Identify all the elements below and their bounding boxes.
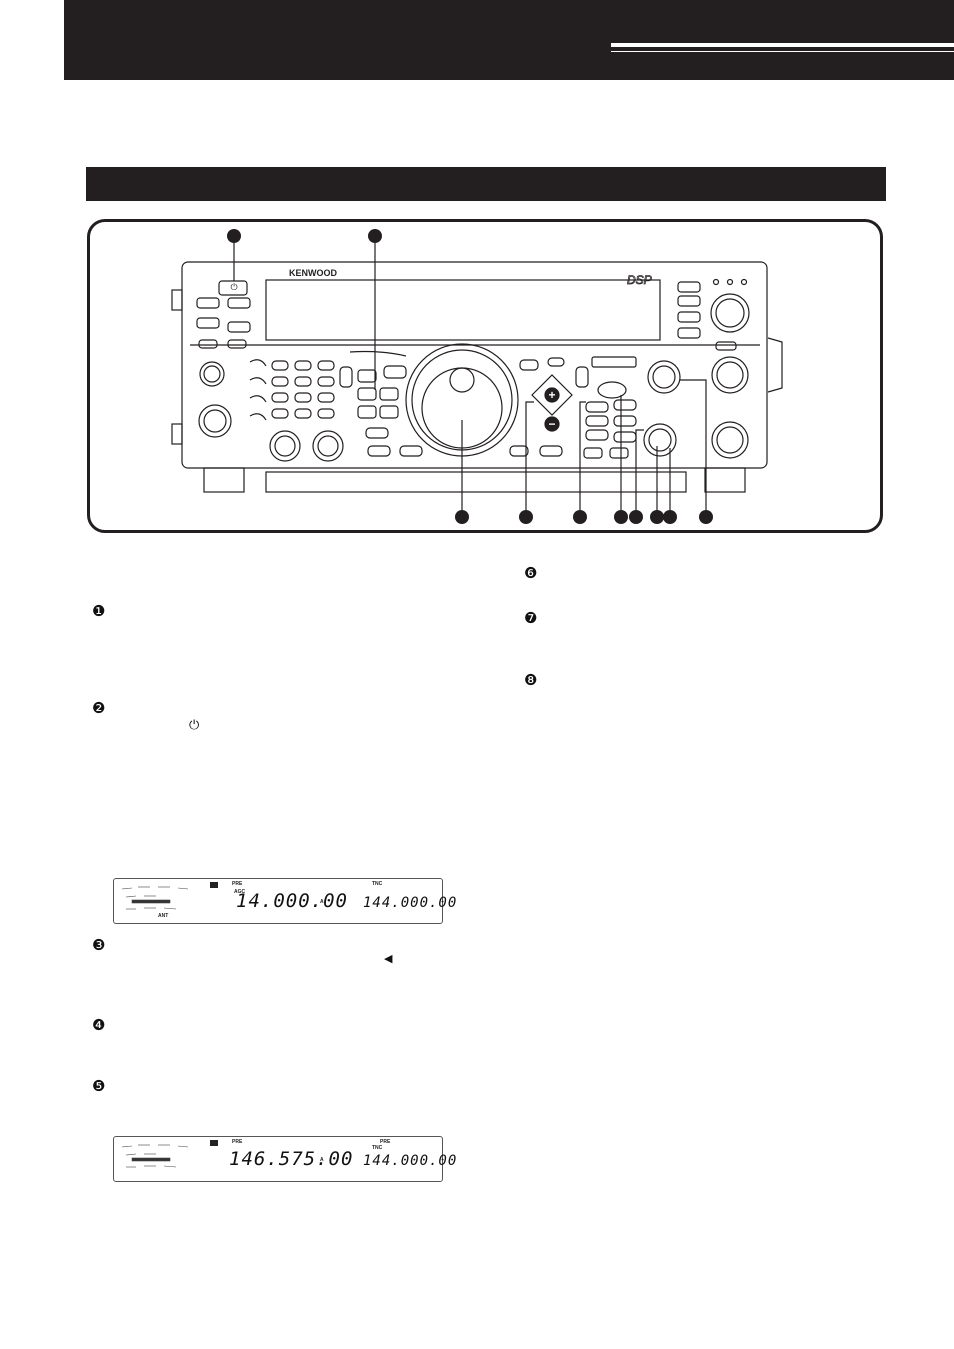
item-number: ❼ [524,610,538,627]
dsp-logo: DSP [627,273,652,287]
ant-knob [711,421,749,459]
front-panel-illustration: + − KENWOOD DSP ⏻ [171,229,783,524]
header-rule-thin [611,51,954,52]
item-number: ❸ [92,937,106,954]
section-title-bar [86,167,886,201]
ant-label: ANT [158,913,169,919]
multi-key-diamond [531,374,573,416]
sub-pre-label: PRE [380,1139,391,1145]
agc-label: AGC [234,889,246,895]
sub-frequency: 144.000.00 [363,895,458,911]
item-number: ❺ [92,1078,106,1095]
handle-left-top [171,289,183,311]
item-number: ❶ [92,603,106,620]
item-4: ❹ [92,1016,105,1034]
tnc-label: TNC [372,881,383,887]
af-knob-main [269,430,301,462]
item-8: ❽ [524,671,537,689]
mic-connector [198,404,232,438]
radio-body [181,261,768,469]
handle-right [767,337,783,393]
main-frequency: 146.575.00 [229,1148,354,1170]
item-number: ❷ [92,700,106,717]
vfo-a-indicator: A [320,899,324,905]
radio-foot-right [704,467,746,493]
item-5: ❺ [92,1077,105,1095]
handle-left-bottom [171,423,183,445]
item-2: ❷ [92,699,105,717]
left-arrow-icon: ◀ [384,953,393,965]
item-number: ❽ [524,672,538,689]
power-icon: ⏻ [230,282,237,293]
pre-label: PRE [232,881,243,887]
display-window [265,279,661,341]
page-header-band [64,0,954,80]
mic-gain-knob [710,293,750,333]
item-7: ❼ [524,609,537,627]
item-number: ❹ [92,1017,106,1034]
sub-tuning-knob [643,423,677,457]
item-1: ❶ [92,602,105,620]
power-button [218,280,248,296]
main-frequency: 14.000.00 [236,890,348,912]
item-3: ❸ [92,936,105,954]
pre-label: PRE [232,1139,243,1145]
radio-base [265,471,687,493]
rit-xit-knob [597,381,627,399]
lcd-display-2: PRE 146.575.00 A PRE TNC 144.000.00 [113,1136,456,1182]
nb-knob [711,356,749,394]
minus-key-label: − [548,417,555,431]
item-6: ❻ [524,564,537,582]
tnc-label: TNC [372,1145,383,1151]
power-symbol-icon: ⏻ [189,717,200,732]
phones-jack [199,361,225,387]
header-rule-thick [611,43,954,47]
radio-foot-left [203,467,245,493]
rf-knob [647,360,681,394]
sub-frequency: 144.000.00 [363,1153,458,1169]
front-panel-frame [87,219,883,533]
item-number: ❻ [524,565,538,582]
finger-dimple [449,367,475,393]
lcd-display-1: PRE AGC ANT 14.000.00 A TNC 144.000.00 [113,878,456,924]
vfo-a-indicator: A [320,1157,324,1163]
af-knob-sub [312,430,344,462]
keypad [271,360,335,419]
brand-logo: KENWOOD [289,268,337,278]
s-meter-graphic [121,1144,189,1168]
plus-key-label: + [548,388,555,402]
s-meter-graphic [121,886,189,910]
